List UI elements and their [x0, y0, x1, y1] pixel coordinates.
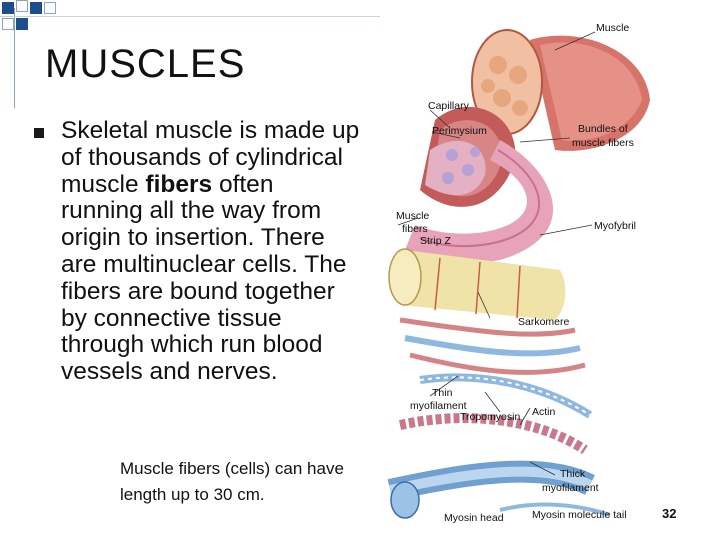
bullet-text-part-3: often running all the way from origin to…	[61, 170, 347, 386]
bullet-text: Skeletal muscle is made up of thousands …	[61, 117, 361, 386]
leader-lines	[397, 31, 596, 476]
label-perimysium: Perimysium	[432, 125, 487, 137]
label-myosin-tail: Myosin molecule tail	[532, 509, 627, 521]
label-bundles-line1: Bundles of	[578, 123, 628, 135]
label-thick-line1: Thick	[560, 468, 586, 480]
title-rule	[14, 8, 15, 108]
label-strip-z: Strip Z	[420, 235, 452, 247]
header-rule	[0, 16, 380, 17]
label-bundles-line2: muscle fibers	[572, 137, 634, 149]
corner-decoration	[0, 0, 60, 40]
label-tropomyosin: Tropomyosin	[460, 411, 520, 423]
bullet-text-part-1: Skeletal muscle is made up of thousands …	[61, 117, 360, 198]
label-myofybril: Myofybril	[594, 220, 636, 232]
label-sarkomere: Sarkomere	[518, 316, 570, 328]
label-actin: Actin	[532, 406, 556, 418]
label-thin-line1: Thin	[432, 387, 453, 399]
label-myosin-head: Myosin head	[444, 512, 504, 524]
label-muscle-fibers-line2: fibers	[402, 223, 428, 235]
caption: Muscle fibers (cells) can have length up…	[120, 459, 344, 504]
label-thin-line2: myofilament	[410, 400, 467, 412]
page-number: 32	[662, 506, 677, 521]
label-capillary: Capillary	[428, 100, 470, 112]
muscle-anatomy-diagram: Muscle Capillary Perimysium Bundles of m…	[380, 20, 652, 530]
label-muscle: Muscle	[596, 22, 629, 34]
muscle-illustration	[387, 29, 650, 519]
label-thick-line2: myofilament	[542, 482, 599, 494]
bullet-square-icon	[34, 128, 44, 138]
slide-title: MUSCLES	[45, 42, 246, 86]
label-muscle-fibers-line1: Muscle	[396, 210, 429, 222]
bullet-text-bold-fibers: fibers	[145, 170, 213, 198]
